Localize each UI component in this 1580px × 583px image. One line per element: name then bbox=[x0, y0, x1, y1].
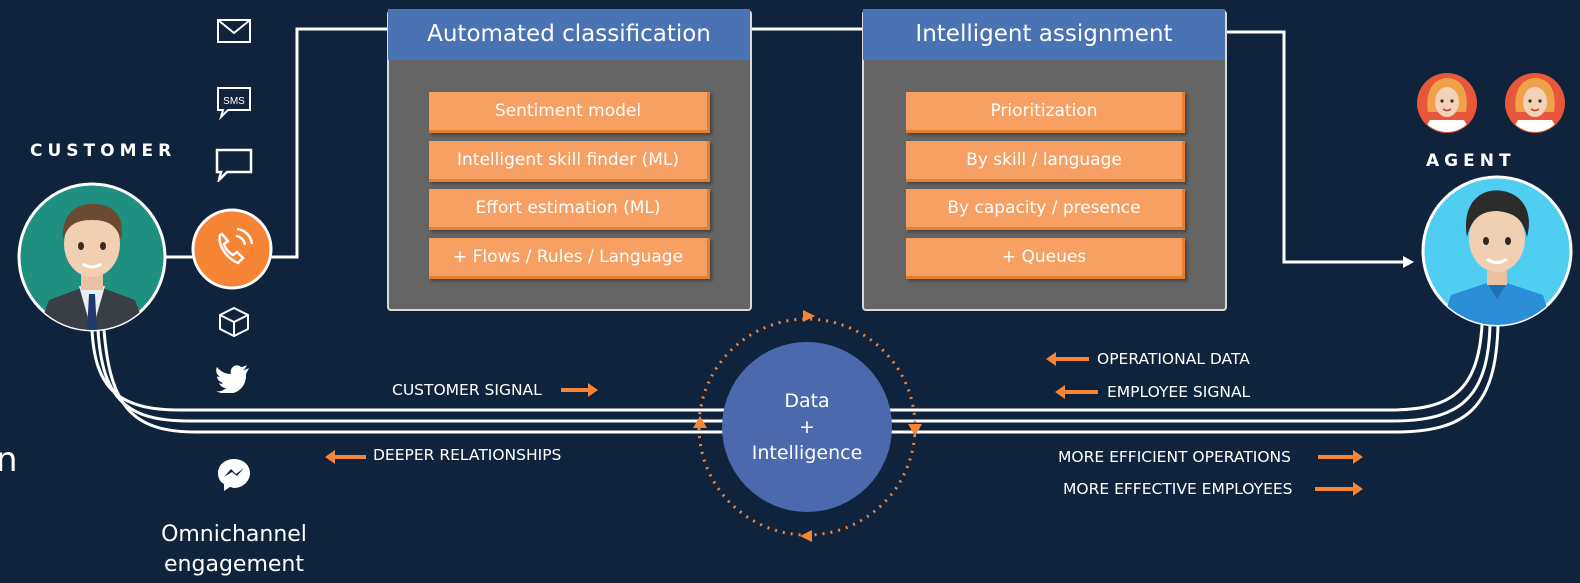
more-effective-arrow bbox=[1315, 482, 1363, 496]
center-line-3: Intelligence bbox=[751, 442, 863, 464]
messenger-icon bbox=[216, 457, 252, 497]
customer-avatar bbox=[17, 182, 167, 336]
agent-avatar-small bbox=[1416, 72, 1478, 138]
omnichannel-caption: Omnichannel engagement bbox=[161, 522, 307, 577]
operational-data-label: OPERATIONAL DATA bbox=[1097, 350, 1250, 368]
classification-item: Intelligent skill finder (ML) bbox=[429, 141, 710, 182]
employee-signal-label: EMPLOYEE SIGNAL bbox=[1107, 383, 1251, 401]
agent-label: AGENT bbox=[1426, 151, 1516, 171]
more-efficient-arrow bbox=[1318, 450, 1363, 464]
assignment-item: Prioritization bbox=[906, 92, 1185, 133]
agent-avatar-small bbox=[1504, 72, 1566, 138]
sms-text: SMS bbox=[223, 96, 245, 107]
edge-text-fragment: n bbox=[0, 440, 18, 480]
assignment-title: Intelligent assignment bbox=[863, 9, 1225, 60]
assignment-item: By skill / language bbox=[906, 141, 1185, 182]
box-icon bbox=[218, 306, 250, 342]
phone-icon bbox=[191, 208, 273, 294]
customer-signal-arrow bbox=[561, 383, 598, 397]
data-intelligence-circle: Data + Intelligence bbox=[722, 342, 892, 512]
customer-signal-label: CUSTOMER SIGNAL bbox=[392, 381, 542, 399]
mail-icon bbox=[216, 18, 252, 48]
more-efficient-label: MORE EFFICIENT OPERATIONS bbox=[1058, 448, 1291, 466]
assignment-item: By capacity / presence bbox=[906, 189, 1185, 230]
operational-data-arrow bbox=[1046, 352, 1089, 366]
more-effective-label: MORE EFFECTIVE EMPLOYEES bbox=[1063, 480, 1293, 498]
deeper-relationships-label: DEEPER RELATIONSHIPS bbox=[373, 446, 562, 464]
agent-avatar bbox=[1421, 175, 1573, 331]
classification-item: Effort estimation (ML) bbox=[429, 189, 710, 230]
center-line-2: + bbox=[799, 416, 815, 438]
classification-title: Automated classification bbox=[388, 9, 750, 60]
twitter-icon bbox=[216, 365, 250, 397]
chat-icon bbox=[215, 148, 253, 186]
center-line-1: Data bbox=[784, 390, 830, 412]
sms-icon: SMS bbox=[216, 86, 252, 124]
classification-item: Sentiment model bbox=[429, 92, 710, 133]
customer-label: CUSTOMER bbox=[30, 141, 177, 161]
deeper-relationships-arrow bbox=[325, 450, 366, 464]
classification-item: + Flows / Rules / Language bbox=[429, 238, 710, 279]
assignment-item: + Queues bbox=[906, 238, 1185, 279]
employee-signal-arrow bbox=[1055, 385, 1098, 399]
